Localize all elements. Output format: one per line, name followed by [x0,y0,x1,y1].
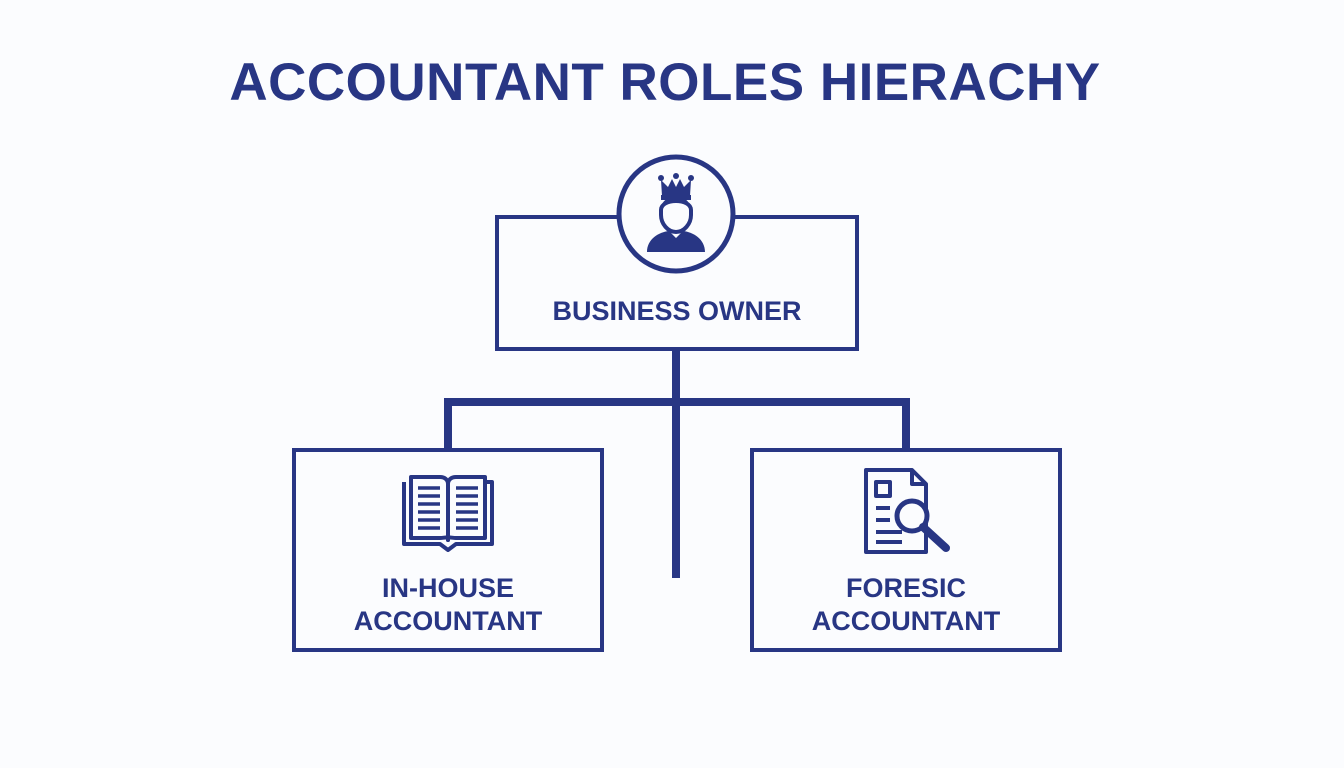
open-book-icon [402,475,494,552]
page-title: ACCOUNTANT ROLES HIERACHY [229,53,1101,112]
document-search-icon [864,468,950,554]
forensic-accountant-label: FORESIC ACCOUNTANT [811,573,1001,636]
forensic-accountant-box: FORESIC ACCOUNTANT [750,448,1062,652]
business-owner-label: BUSINESS OWNER [552,296,802,326]
in-house-accountant-label: IN-HOUSE ACCOUNTANT [353,573,543,636]
crowned-person-icon [616,154,736,274]
